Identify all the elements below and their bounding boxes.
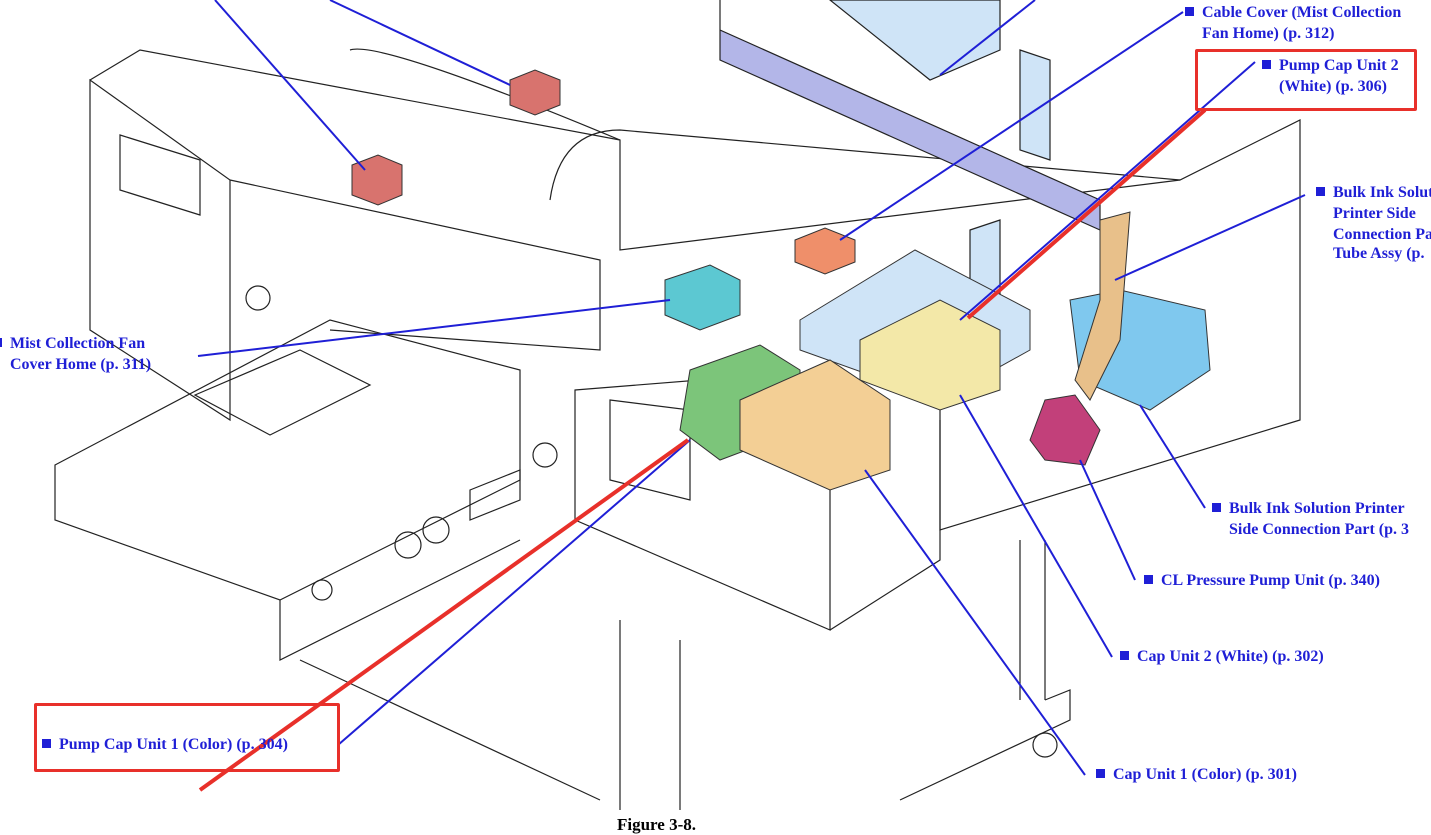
label-mist-fan-cover[interactable]: Mist Collection Fan Cover Home (p. 311) (0, 333, 151, 375)
bullet-icon (1185, 7, 1194, 16)
bullet-icon (1212, 503, 1221, 512)
label-bulk-ink-part[interactable]: Bulk Ink Solution Printer Side Connectio… (1212, 498, 1409, 540)
bullet-icon (42, 739, 51, 748)
bullet-icon (1096, 769, 1105, 778)
bullet-icon (1120, 651, 1129, 660)
bullet-icon (1262, 60, 1271, 69)
label-pump-cap-unit-2[interactable]: Pump Cap Unit 2 (White) (p. 306) (1262, 55, 1399, 97)
highlight-box-pump-cap-1 (34, 703, 340, 772)
bullet-icon (0, 338, 2, 347)
bullet-icon (1316, 187, 1325, 196)
leader-lines (197, 0, 1306, 776)
label-cap-unit-2[interactable]: Cap Unit 2 (White) (p. 302) (1120, 646, 1324, 667)
bullet-icon (1144, 575, 1153, 584)
mist-fan-1 (509, 69, 561, 116)
bulk-ink-tube (1074, 211, 1131, 401)
printer-outline (54, 0, 1301, 810)
highlight-box-pump-cap-2 (1195, 49, 1417, 111)
label-cap-unit-1[interactable]: Cap Unit 1 (Color) (p. 301) (1096, 764, 1297, 785)
components (351, 69, 1211, 491)
label-bulk-ink-tube[interactable]: Bulk Ink Solution Printer Side Connectio… (1316, 182, 1431, 262)
mist-fan-cover (664, 264, 741, 331)
label-pump-cap-unit-1[interactable]: Pump Cap Unit 1 (Color) (p. 304) (42, 734, 288, 755)
label-cl-pressure-pump[interactable]: CL Pressure Pump Unit (p. 340) (1144, 570, 1380, 591)
highlight-arrows (198, 108, 1207, 792)
mist-fan-2 (351, 154, 403, 206)
figure-caption: Figure 3-8. (617, 815, 697, 834)
cap-unit-1 (739, 359, 891, 491)
cl-pressure-pump (1029, 394, 1101, 466)
label-cable-cover[interactable]: Cable Cover (Mist Collection Fan Home) (… (1185, 2, 1401, 44)
